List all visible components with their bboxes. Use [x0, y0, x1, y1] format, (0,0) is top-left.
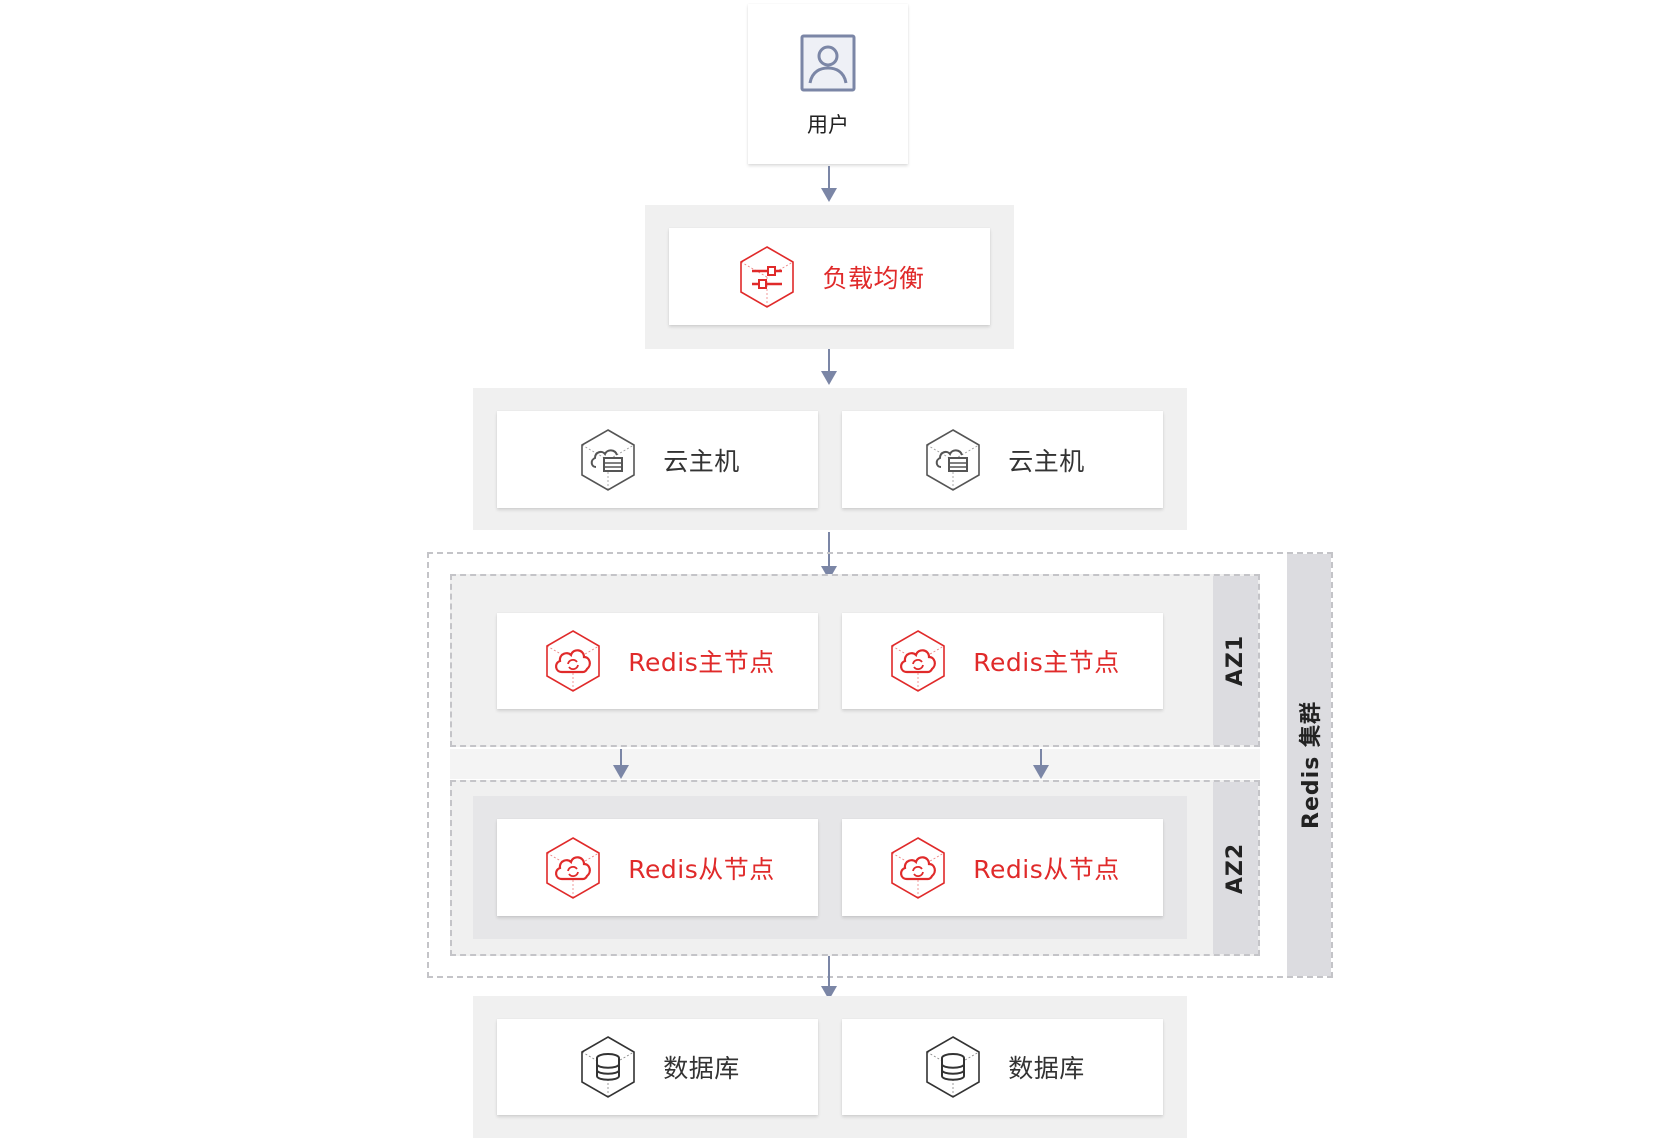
- az1-label: AZ1: [1223, 634, 1249, 687]
- database-icon: [920, 1034, 986, 1100]
- user-label: 用户: [807, 113, 849, 137]
- user-node[interactable]: 用户: [748, 4, 908, 164]
- redis-slave-label: Redis从节点: [973, 854, 1120, 884]
- cloud-host-label: 云主机: [663, 446, 740, 476]
- redis-master-node[interactable]: Redis主节点: [497, 613, 818, 709]
- az1-band: AZ1: [1213, 576, 1258, 745]
- database-node[interactable]: 数据库: [842, 1019, 1163, 1115]
- redis-slave-label: Redis从节点: [628, 854, 775, 884]
- redis-cloud-icon: [540, 628, 606, 694]
- redis-cluster-label: Redis 集群: [1299, 701, 1324, 829]
- redis-slave-node[interactable]: Redis从节点: [497, 819, 818, 916]
- arrow-master-to-slave: [620, 749, 622, 765]
- cloud-server-icon: [920, 427, 986, 493]
- redis-master-label: Redis主节点: [973, 648, 1120, 677]
- redis-master-label: Redis主节点: [628, 648, 775, 677]
- az2-band: AZ2: [1213, 782, 1258, 954]
- arrow-lb-to-hosts: [828, 349, 830, 371]
- arrow-head: [821, 371, 837, 385]
- cloud-host-node[interactable]: 云主机: [842, 411, 1163, 508]
- load-balancer-label: 负载均衡: [822, 263, 925, 293]
- arrow-user-to-lb: [828, 166, 830, 188]
- load-balancer-icon: [734, 244, 800, 310]
- redis-cluster-boundary: [427, 552, 1333, 978]
- database-label: 数据库: [1008, 1054, 1085, 1083]
- arrow-head: [613, 765, 629, 779]
- az-gap-strip: [450, 749, 1260, 779]
- redis-cloud-icon: [540, 835, 606, 901]
- cloud-host-label: 云主机: [1008, 446, 1085, 476]
- user-icon: [800, 34, 856, 92]
- redis-cloud-icon: [885, 835, 951, 901]
- redis-master-node[interactable]: Redis主节点: [842, 613, 1163, 709]
- database-icon: [575, 1034, 641, 1100]
- redis-slave-node[interactable]: Redis从节点: [842, 819, 1163, 916]
- database-node[interactable]: 数据库: [497, 1019, 818, 1115]
- redis-cluster-band: Redis 集群: [1287, 554, 1331, 976]
- redis-cloud-icon: [885, 628, 951, 694]
- arrow-master-to-slave: [1040, 749, 1042, 765]
- cloud-server-icon: [575, 427, 641, 493]
- az2-label: AZ2: [1223, 842, 1249, 894]
- arrow-head: [1033, 765, 1049, 779]
- arrow-head: [821, 188, 837, 202]
- arrow-hosts-to-redis: [828, 532, 830, 568]
- database-label: 数据库: [663, 1054, 740, 1083]
- cloud-host-node[interactable]: 云主机: [497, 411, 818, 508]
- load-balancer-node[interactable]: 负载均衡: [669, 228, 990, 325]
- arrow-redis-to-db: [828, 956, 830, 988]
